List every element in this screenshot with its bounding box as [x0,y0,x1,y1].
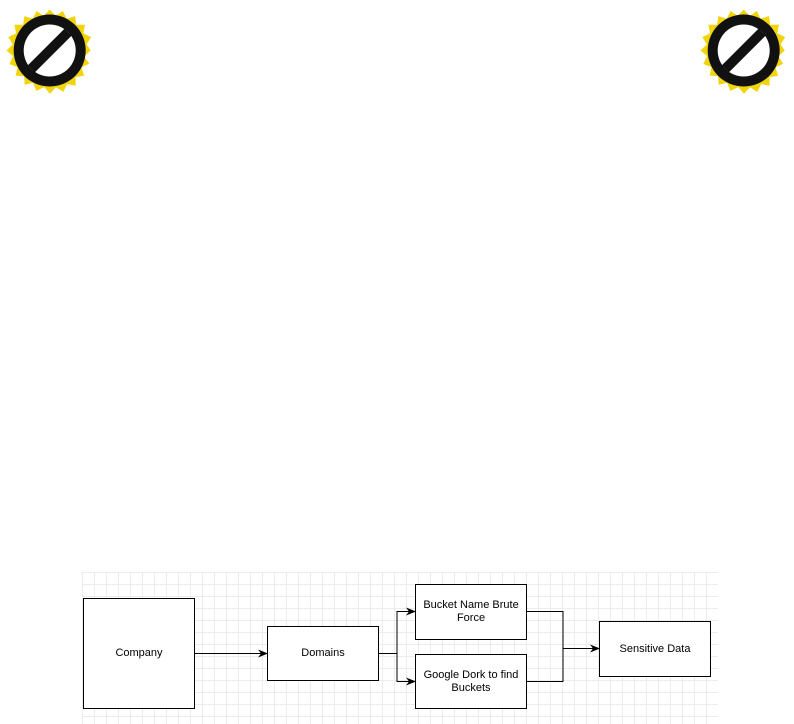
edge-domains-dork [379,653,416,686]
node-company: Company [83,598,195,709]
node-company-label: Company [115,647,163,659]
node-domains-label: Domains [301,647,345,659]
node-sensitive-data-label: Sensitive Data [619,642,691,655]
node-google-dork-label: Google Dork to find Buckets [423,668,519,694]
node-bucket-name-brute-force: Bucket Name Brute Force [415,584,527,640]
edge-dork-sensitive [526,648,564,682]
node-sensitive-data: Sensitive Data [599,621,711,677]
node-bucket-name-brute-force-label: Bucket Name Brute Force [423,599,519,624]
edge-domains-bucket [379,607,416,654]
prohibition-icon [700,9,786,94]
edge-bucket-sensitive [526,611,600,653]
prohibition-icon [6,9,92,94]
node-domains: Domains [267,626,379,681]
node-google-dork: Google Dork to find Buckets [415,654,527,709]
